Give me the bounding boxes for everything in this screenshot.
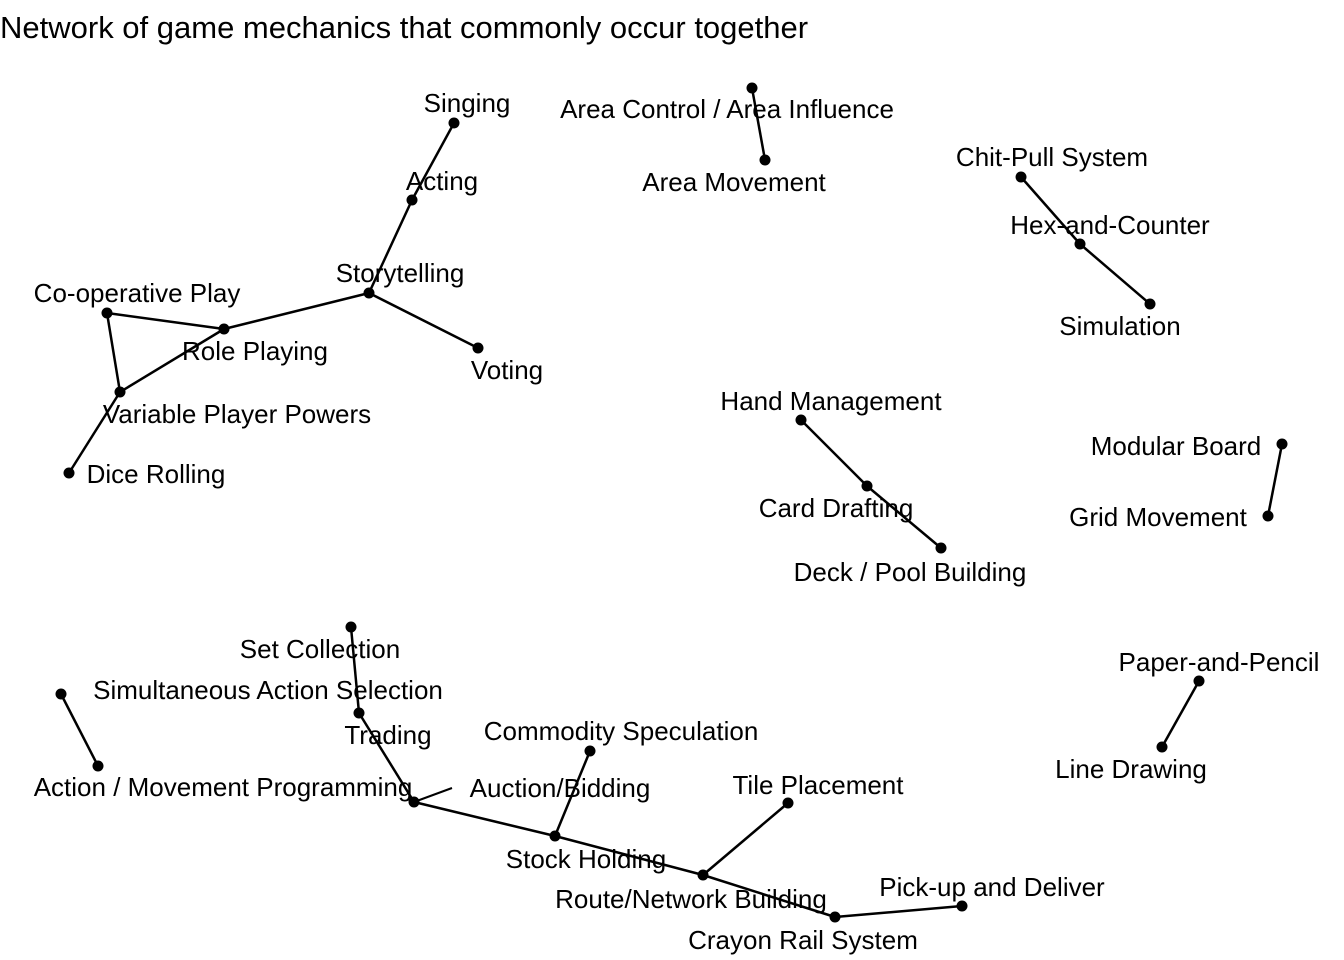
edge-co-operative-play-variable-player-powers — [105, 312, 122, 393]
edge-stock-holding-commodity-speculation — [553, 750, 592, 837]
node-crayon-rail-system — [829, 911, 841, 923]
node-area-movement — [759, 154, 771, 166]
node-label-line-drawing: Line Drawing — [1055, 754, 1207, 784]
node-deck-pool-building — [935, 542, 947, 554]
node-label-card-drafting: Card Drafting — [759, 493, 914, 523]
node-label-stock-holding: Stock Holding — [506, 844, 666, 874]
node-line-drawing — [1156, 741, 1168, 753]
node-stock-holding — [549, 830, 561, 842]
node-commodity-speculation — [584, 745, 596, 757]
edge-hand-management-card-drafting — [800, 419, 868, 487]
node-area-control-area-influence — [746, 82, 758, 94]
node-label-tile-placement: Tile Placement — [733, 770, 905, 800]
node-label-set-collection: Set Collection — [240, 634, 400, 664]
node-label-modular-board: Modular Board — [1091, 431, 1262, 461]
edge-set-collection-trading — [349, 626, 361, 714]
edge-acting-storytelling — [367, 199, 414, 294]
node-label-action-movement-programming: Action / Movement Programming — [34, 772, 413, 802]
node-simultaneous-action-selection — [55, 688, 67, 700]
node-label-chit-pull-system: Chit-Pull System — [956, 142, 1148, 172]
edge-area-control-area-influence-area-movement — [750, 87, 767, 161]
edge-crayon-rail-system-pick-up-and-deliver — [834, 904, 963, 919]
edge-stock-holding-route-network-building — [554, 834, 704, 877]
node-voting — [472, 342, 484, 354]
node-label-storytelling: Storytelling — [336, 258, 465, 288]
node-pick-up-and-deliver — [956, 900, 968, 912]
label-connector-auction-bidding — [413, 787, 453, 803]
node-label-paper-and-pencil: Paper-and-Pencil — [1119, 647, 1320, 677]
node-label-simulation: Simulation — [1059, 311, 1180, 341]
node-acting — [406, 194, 418, 206]
node-label-area-movement: Area Movement — [642, 167, 826, 197]
node-label-voting: Voting — [471, 355, 543, 385]
node-variable-player-powers — [114, 386, 126, 398]
node-label-dice-rolling: Dice Rolling — [87, 459, 226, 489]
edge-route-network-building-crayon-rail-system — [702, 873, 836, 919]
node-dice-rolling — [63, 467, 75, 479]
node-modular-board — [1276, 438, 1288, 450]
node-label-pick-up-and-deliver: Pick-up and Deliver — [879, 872, 1105, 902]
node-label-simultaneous-action-selection: Simultaneous Action Selection — [93, 675, 443, 705]
node-label-grid-movement: Grid Movement — [1069, 502, 1247, 532]
edge-storytelling-voting — [368, 291, 479, 350]
node-hex-and-counter — [1074, 238, 1086, 250]
edge-card-drafting-deck-pool-building — [866, 485, 942, 549]
node-label-co-operative-play: Co-operative Play — [34, 278, 241, 308]
node-grid-movement — [1262, 510, 1274, 522]
edge-route-network-building-tile-placement — [702, 802, 789, 876]
node-card-drafting — [861, 480, 873, 492]
edge-paper-and-pencil-line-drawing — [1160, 680, 1201, 748]
node-hand-management — [795, 414, 807, 426]
edge-variable-player-powers-role-playing — [119, 327, 225, 394]
edge-trading-auction-bidding — [357, 712, 416, 803]
node-co-operative-play — [101, 307, 113, 319]
node-route-network-building — [697, 869, 709, 881]
node-set-collection — [345, 621, 357, 633]
edge-singing-acting — [410, 122, 456, 201]
node-label-crayon-rail-system: Crayon Rail System — [688, 925, 918, 955]
chart-title: Network of game mechanics that commonly … — [0, 10, 809, 45]
node-label-role-playing: Role Playing — [182, 336, 328, 366]
node-label-singing: Singing — [424, 88, 511, 118]
node-tile-placement — [782, 797, 794, 809]
node-label-route-network-building: Route/Network Building — [555, 884, 827, 914]
node-singing — [448, 117, 460, 129]
edge-modular-board-grid-movement — [1266, 443, 1284, 517]
node-label-auction-bidding: Auction/Bidding — [470, 773, 651, 803]
edge-hex-and-counter-simulation — [1079, 243, 1151, 305]
node-auction-bidding — [408, 796, 420, 808]
node-role-playing — [218, 323, 230, 335]
node-label-trading: Trading — [344, 720, 431, 750]
node-storytelling — [363, 287, 375, 299]
node-label-deck-pool-building: Deck / Pool Building — [794, 557, 1027, 587]
node-action-movement-programming — [92, 760, 104, 772]
node-label-variable-player-powers: Variable Player Powers — [103, 399, 371, 429]
node-label-hand-management: Hand Management — [720, 386, 942, 416]
node-label-acting: Acting — [406, 166, 478, 196]
node-simulation — [1144, 298, 1156, 310]
edge-variable-player-powers-dice-rolling — [67, 391, 122, 474]
node-chit-pull-system — [1015, 171, 1027, 183]
edge-simultaneous-action-selection-action-movement-programming — [59, 693, 100, 767]
edge-storytelling-role-playing — [223, 291, 370, 331]
node-trading — [353, 707, 365, 719]
node-paper-and-pencil — [1193, 675, 1205, 687]
edge-role-playing-co-operative-play — [106, 311, 225, 331]
edge-auction-bidding-stock-holding — [413, 800, 556, 838]
node-label-area-control-area-influence: Area Control / Area Influence — [560, 94, 894, 124]
node-label-hex-and-counter: Hex-and-Counter — [1010, 210, 1210, 240]
edge-chit-pull-system-hex-and-counter — [1020, 176, 1081, 245]
node-label-commodity-speculation: Commodity Speculation — [484, 716, 759, 746]
